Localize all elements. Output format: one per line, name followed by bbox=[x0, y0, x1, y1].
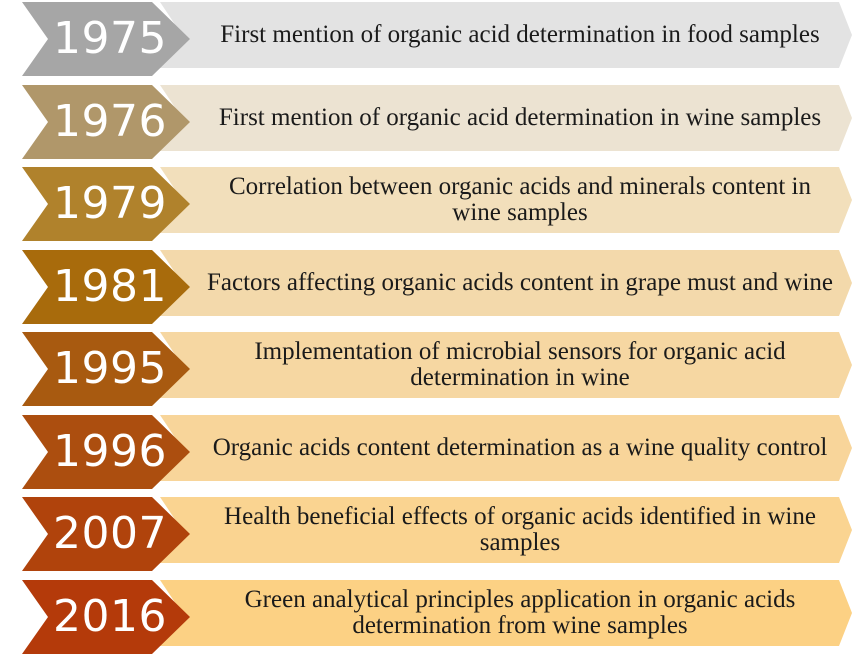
event-description: Health beneficial effects of organic aci… bbox=[224, 503, 816, 556]
year-label: 1981 bbox=[53, 260, 167, 312]
year-label: 2016 bbox=[53, 590, 167, 642]
event-box bbox=[160, 579, 852, 646]
year-label: 1996 bbox=[53, 425, 167, 477]
timeline-row-shapes bbox=[22, 84, 852, 159]
timeline-row-shapes bbox=[22, 579, 852, 654]
year-label: 1995 bbox=[53, 343, 167, 394]
timeline-row-shapes bbox=[22, 2, 852, 76]
event-box bbox=[160, 497, 852, 563]
year-chevron bbox=[22, 414, 190, 489]
timeline-row-shapes bbox=[22, 249, 852, 324]
year-chevron bbox=[22, 497, 190, 571]
year-label: 2007 bbox=[53, 508, 167, 559]
event-description: First mention of organic acid determinat… bbox=[218, 103, 822, 131]
year-chevron bbox=[22, 332, 190, 406]
timeline-row: 1995 Implementation of microbial sensors … bbox=[0, 332, 854, 406]
year-chevron bbox=[22, 84, 190, 159]
year-chevron bbox=[22, 2, 190, 76]
timeline-row: 1976 First mention of organic acid determ… bbox=[0, 84, 854, 159]
timeline-row: 1975 First mention of organic acid determ… bbox=[0, 2, 854, 76]
year-chevron bbox=[22, 249, 190, 324]
timeline-row: 1996 Organic acids content determination … bbox=[0, 414, 854, 489]
event-description: Implementation of microbial sensors for … bbox=[254, 338, 786, 391]
timeline-row: 2007 Health beneficial effects of organic… bbox=[0, 497, 854, 571]
timeline-row-shapes bbox=[22, 167, 852, 241]
timeline-row: 1981 Factors affecting organic acids cont… bbox=[0, 249, 854, 324]
timeline-row: 1979 Correlation between organic acids an… bbox=[0, 167, 854, 241]
year-chevron bbox=[22, 167, 190, 241]
event-description: Organic acids content determination as a… bbox=[212, 433, 828, 461]
timeline-row-shapes bbox=[22, 497, 852, 571]
event-box bbox=[160, 2, 852, 68]
timeline-row: 2016 Green analytical principles applicat… bbox=[0, 579, 854, 654]
event-box bbox=[160, 249, 852, 316]
year-label: 1979 bbox=[53, 178, 167, 229]
event-box bbox=[160, 414, 852, 481]
timeline-row-shapes bbox=[22, 414, 852, 489]
event-description: Factors affecting organic acids content … bbox=[207, 268, 833, 296]
event-description: Green analytical principles application … bbox=[244, 585, 796, 639]
timeline-row-shapes bbox=[22, 332, 852, 406]
event-description: First mention of organic acid determinat… bbox=[220, 21, 820, 48]
year-label: 1976 bbox=[53, 95, 167, 147]
event-description: Correlation between organic acids and mi… bbox=[229, 173, 811, 226]
event-box bbox=[160, 84, 852, 151]
event-box bbox=[160, 167, 852, 233]
event-box bbox=[160, 332, 852, 398]
year-label: 1975 bbox=[53, 13, 167, 64]
year-chevron bbox=[22, 579, 190, 654]
